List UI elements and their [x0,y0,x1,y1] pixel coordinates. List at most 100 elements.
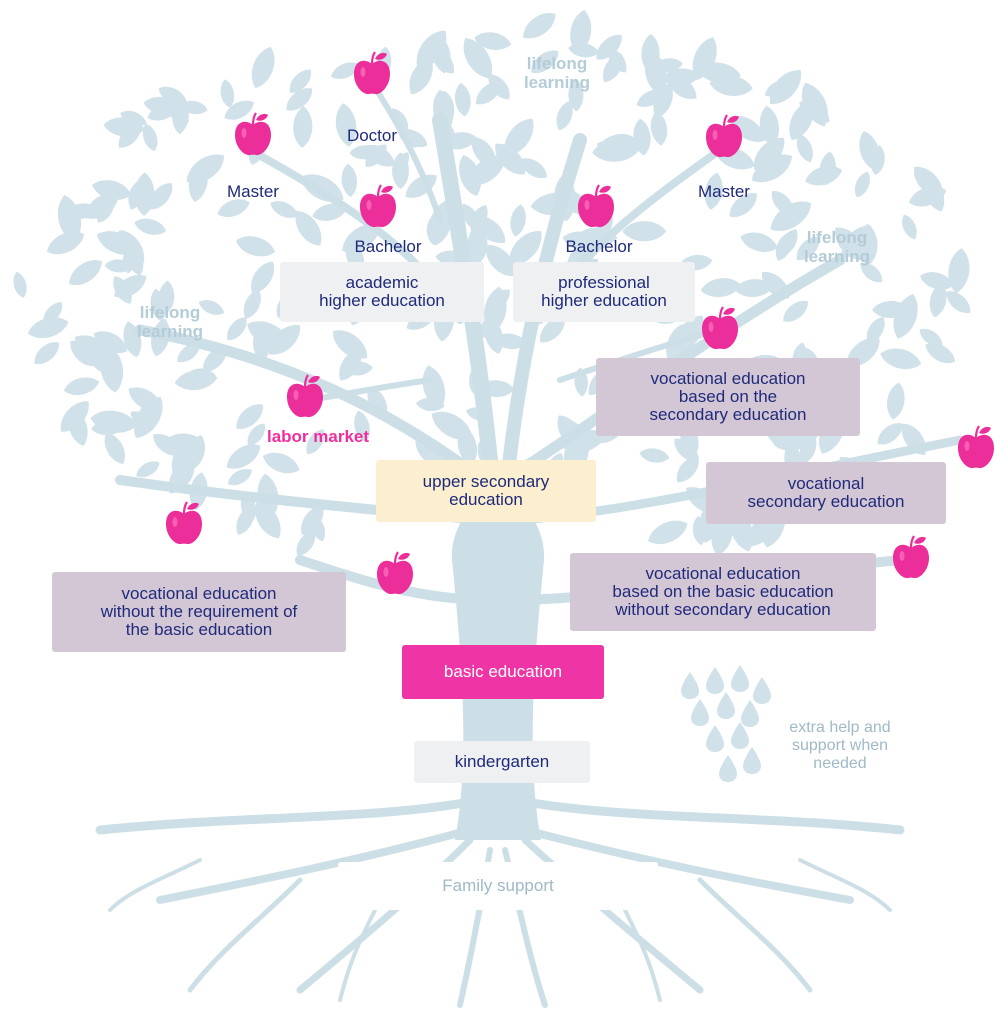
apple-icon [700,305,740,351]
leaf-icon [391,108,409,133]
water-drop-icon [719,755,737,782]
bachelor-left-label: Bachelor [354,237,422,256]
leaf-icon [704,172,723,210]
labor-market-label: labor market [266,427,370,446]
leaf-icon [487,289,510,312]
leaf-icon [769,70,802,104]
leaf-icon [93,331,128,353]
leaf-icon [224,100,254,120]
leaf-icon [556,100,573,131]
leaf-icon [332,330,368,359]
professional-higher-education-box: professional higher education [513,262,695,322]
leaf-icon [775,232,793,261]
leaf-icon [919,328,943,347]
leaf-icon [523,13,556,39]
leaf-icon [476,81,502,105]
leaf-icon [570,10,592,55]
apple-icon [285,373,325,419]
root [510,795,905,835]
vocational-secondary-education-box: vocational secondary education [706,462,946,524]
leaf-icon [740,232,778,252]
leaf-icon [179,100,208,115]
leaf-icon [198,300,225,315]
leaf-icon [91,420,123,436]
leaf-icon [364,144,395,167]
leaf-icon [908,186,947,207]
leaf-icon [644,50,667,96]
leaf-icon [650,111,668,146]
leaf-icon [463,38,493,79]
vocational-secondary-based-box: vocational education based on the second… [596,358,860,436]
apple-icon [375,550,415,596]
leaf-icon [243,289,261,319]
leaf-icon [692,37,717,81]
water-drops [681,665,771,782]
lifelong-learning-top: lifelong learning [523,54,591,93]
leaf-icon [34,342,59,365]
root [187,877,303,993]
leaf-icon [753,137,785,170]
water-drop-icon [731,722,749,749]
leaf-icon [880,348,922,370]
kindergarten-box: kindergarten [414,741,590,783]
leaf-icon [296,530,316,556]
upper-secondary-education-box: upper secondary education [376,460,596,522]
leaf-icon [104,432,125,465]
leaf-icon [57,195,82,243]
leaf-icon [150,288,167,322]
leaf-icon [392,152,409,176]
leaf-icon [495,143,526,175]
basic-education-box: basic education [402,645,604,699]
leaf-icon [730,115,766,142]
master-left-label: Master [227,182,279,201]
leaf-icon [13,271,27,298]
leaf-icon [457,426,477,466]
leaf-icon [474,32,512,50]
leaf-icon [186,368,217,383]
leaf-icon [608,133,643,151]
root [108,858,202,912]
leaf-icon [186,154,225,184]
leaf-icon [662,68,700,86]
vocational-basic-without-secondary-box: vocational education based on the basic … [570,553,876,631]
leaf-icon [751,154,793,183]
leaf-icon [540,316,565,343]
leaf-icon [636,89,665,107]
water-drop-icon [717,692,735,719]
leaf-icon [251,261,275,294]
leaf-icon [734,279,774,297]
leaf-icon [400,129,428,147]
master-right-label: Master [698,182,750,201]
leaf-icon [700,278,742,298]
leaf-icon [70,340,97,367]
apple-icon [576,183,616,229]
leaf-icon [289,69,312,93]
leaf-icon [63,377,100,396]
leaf-icon [186,434,205,471]
leaf-icon [134,218,167,235]
leaf-icon [227,469,252,486]
leaf-icon [819,151,836,186]
apple-icon [704,113,744,159]
leaf-icon [603,53,623,83]
leaf-icon [948,248,970,294]
academic-higher-education-box: academic higher education [280,262,484,322]
leaf-icon [902,214,917,240]
leaf-icon [485,245,516,277]
leaf-icon [128,387,163,412]
leaf-icon [405,174,437,198]
leaf-icon [877,423,903,445]
water-drop-icon [691,699,709,726]
apple-icon [956,424,996,470]
leaf-icon [674,438,699,462]
leaf-icon [236,506,254,535]
water-drop-icon [753,677,771,704]
leaf-icon [354,410,370,443]
apple-icon [164,500,204,546]
leaf-icon [510,204,526,237]
leaf-icon [226,444,261,469]
leaf-icon [142,123,158,152]
leaf-icon [474,215,506,244]
water-drop-icon [706,667,724,694]
leaf-icon [796,134,813,163]
